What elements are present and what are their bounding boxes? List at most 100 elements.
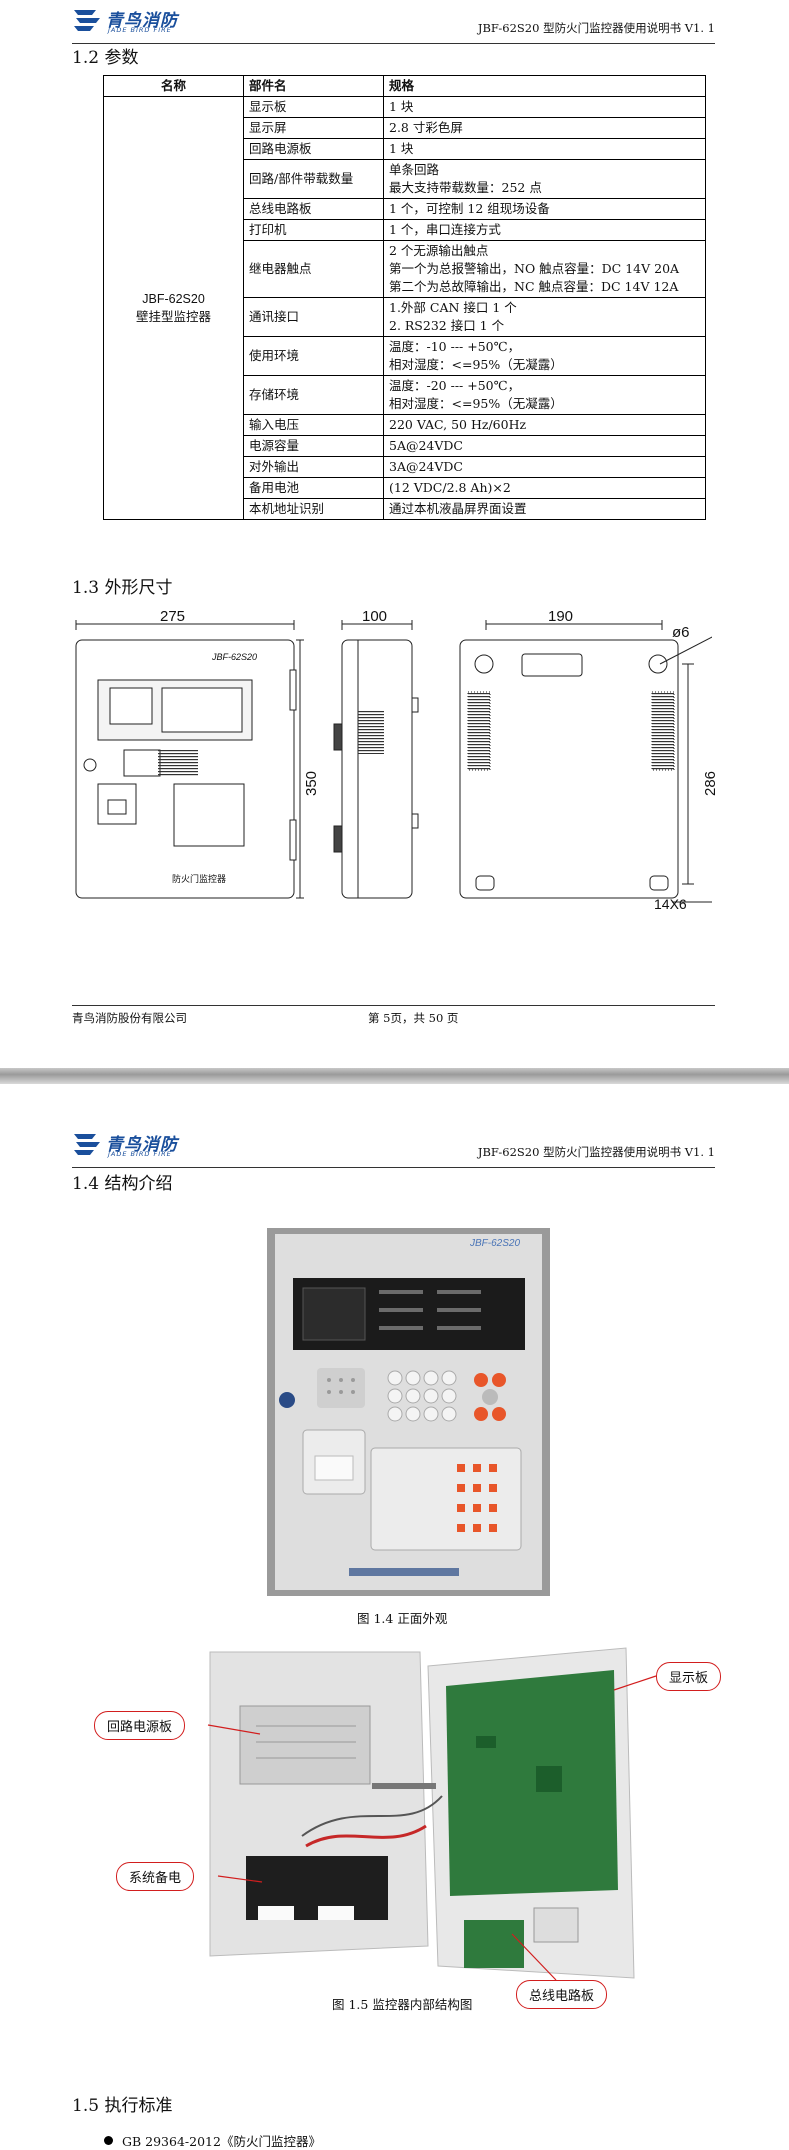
table-row: 存储环境温度：-20 --- +50℃， 相对湿度：<=95%（无凝露） [104,375,706,415]
table-row: 总线电路板 1 个，可控制 12 组现场设备 [104,198,706,220]
part-cell: 电源容量 [243,435,384,457]
model-desc: 壁挂型监控器 [135,310,211,324]
spec-cell: 2 个无源输出触点第一个为总报警输出，NO 触点容量：DC 14V 20A 第二个… [383,240,706,298]
part-cell: 回路电源板 [243,138,384,160]
callout-loop-power: 回路电源板 [94,1711,186,1740]
page-footer: 青鸟消防股份有限公司 第 5页，共 50 页 [72,1005,715,1026]
model-name: JBF-62S20 [142,292,205,306]
standard-item: GB 29364-2012《防火门监控器》 [104,2131,321,2150]
table-row: 通讯接口 1.外部 CAN 接口 1 个 2. RS232 接口 1 个 [104,297,706,337]
spec-line: 1.外部 CAN 接口 1 个 [389,300,517,315]
spec-line: 1 块 [389,141,414,156]
part-cell: 显示屏 [243,117,384,139]
document-title-2: JBF-62S20 型防火门监控器使用说明书 V1. 1 [477,1145,715,1159]
dim-hole-vspan-label: 286 [702,770,719,796]
part-cell: 继电器触点 [243,240,384,298]
dim-depth-label: 100 [362,608,388,625]
spec-cell: 2.8 寸彩色屏 [383,117,706,139]
spec-line: 2.8 寸彩色屏 [389,120,463,135]
brand-logo-2: 青鸟消防 JADE BIRD FIRE [72,1128,182,1162]
back-view [459,639,679,899]
part-cell: 备用电池 [243,477,384,499]
spec-line: 1 个，可控制 12 组现场设备 [389,201,550,216]
callout-bus-board: 总线电路板 [516,1980,608,2009]
spec-cell: 1.外部 CAN 接口 1 个 2. RS232 接口 1 个 [383,297,706,337]
logo-cn-text: 青鸟消防 [106,11,178,31]
outline-drawing [75,620,712,903]
table-row: JBF-62S20 壁挂型监控器 显示板 1 块 [103,96,706,520]
table-row: 使用环境温度：-10 --- +50℃，相对湿度：<=95%（无凝露） [104,336,706,376]
part-cell: 本机地址识别 [243,498,384,520]
part-cell: 存储环境 [243,375,384,415]
section-heading-dims: 1.3 外形尺寸 [72,578,173,598]
section-heading-params: 1.2 参数 [72,48,139,68]
part-cell: 打印机 [243,219,384,241]
spec-cell: 1 个，串口连接方式 [383,219,706,241]
callout-display-board: 显示板 [656,1662,722,1691]
params-table: 名称 部件名 规格 JBF-62S20 壁挂型监控器 显示板 1 块显示屏 2.8 寸彩… [103,75,706,520]
section-heading-structure: 1.4 结构介绍 [72,1174,173,1194]
spec-cell: 1 个，可控制 12 组现场设备 [383,198,706,220]
spec-line: 温度：-20 --- +50℃， [389,378,521,393]
callout-battery: 系统备电 [116,1862,195,1891]
logo-cn-text: 青鸟消防 [106,1135,178,1155]
spec-line: 相对湿度：<=95%（无凝露） [389,357,563,372]
spec-line: 1 块 [389,99,414,114]
internal-photo [206,1646,636,1984]
spec-line: 单条回路 [389,162,440,177]
figure-1-4-caption: 图 1.4 正面外观 [357,1611,448,1626]
part-cell: 显示板 [243,96,384,118]
part-cell: 对外输出 [243,456,384,478]
table-header-row: 名称 部件名 规格 [103,75,706,97]
part-cell: 通讯接口 [243,297,384,337]
standard-text: GB 29364-2012《防火门监控器》 [122,2134,321,2149]
header-cell-part: 部件名 [243,75,384,97]
spec-cell: 温度：-20 --- +50℃， 相对湿度：<=95%（无凝露） [383,375,706,415]
page-gap [0,1068,789,1084]
front-brand-label: 防火门监控器 [172,874,227,884]
page-header: 青鸟消防 JADE BIRD FIRE JBF-62S20 型防火门监控器使用说… [72,0,715,44]
spec-line: 2. RS232 接口 1 个 [389,318,505,333]
spec-cell: 3A@24VDC [383,456,706,478]
spec-line: (12 VDC/2.8 Ah)×2 [389,480,511,495]
spec-line: 5A@24VDC [389,438,463,453]
params-table-body: JBF-62S20 壁挂型监控器 显示板 1 块显示屏 2.8 寸彩色屏回路电源板 1 块… [103,96,706,520]
spec-cell: 220 VAC, 50 Hz/60Hz [383,414,706,436]
spec-line: 2 个无源输出触点 [389,243,489,258]
spec-line: 220 VAC, 50 Hz/60Hz [389,417,527,432]
spec-cell: 单条回路最大支持带载数量：252 点 [383,159,706,199]
dim-height-label: 350 [303,770,320,796]
table-row: 回路/部件带载数量单条回路最大支持带载数量：252 点 [104,159,706,199]
spec-cell: (12 VDC/2.8 Ah)×2 [383,477,706,499]
bullet-dot-icon [104,2136,113,2145]
callout-leaders [207,1675,657,1981]
spec-line: 相对湿度：<=95%（无凝露） [389,396,563,411]
part-cell: 总线电路板 [243,198,384,220]
footer-company: 青鸟消防股份有限公司 [72,1011,187,1025]
page-2: 青鸟消防 JADE BIRD FIRE JBF-62S20 型防火门监控器使用说… [0,1084,789,2149]
photo-model-label: JBF-62S20 [470,1238,521,1249]
spec-line: 温度：-10 --- +50℃， [389,339,521,354]
spec-line: 第一个为总报警输出，NO 触点容量：DC 14V 20A [389,261,680,276]
side-view [341,639,413,899]
header-cell-name: 名称 [103,75,244,97]
front-model-label: JBF-62S20 [212,652,258,662]
spec-line: 最大支持带载数量：252 点 [389,180,542,195]
front-view [75,639,295,899]
spec-line: 第二个为总故障输出，NC 触点容量：DC 14V 12A [389,279,679,294]
front-bus-panel [173,783,245,847]
part-cell: 回路/部件带载数量 [243,159,384,199]
brand-logo: 青鸟消防 JADE BIRD FIRE [72,4,182,38]
table-row: 显示屏 2.8 寸彩色屏 [104,117,706,139]
logo-en-text: JADE BIRD FIRE [108,1150,172,1158]
document-title: JBF-62S20 型防火门监控器使用说明书 V1. 1 [477,21,715,35]
spec-cell: 1 块 [383,96,706,118]
bird-logo-icon [74,1134,100,1155]
page-1: 青鸟消防 JADE BIRD FIRE JBF-62S20 型防火门监控器使用说… [0,0,789,1068]
dim-hole-dia-label: ø6 [672,624,690,641]
logo-en-text: JADE BIRD FIRE [108,26,172,34]
